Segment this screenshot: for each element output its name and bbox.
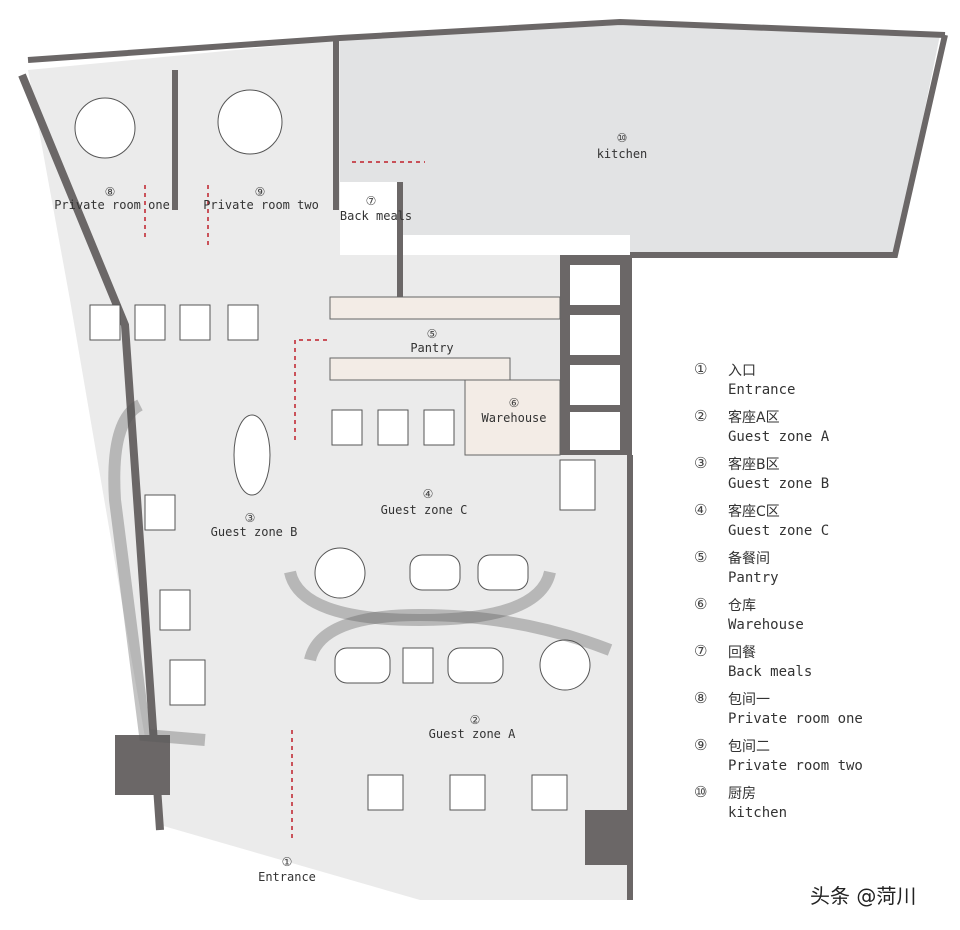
pantry-counter <box>329 357 511 381</box>
svg-text:⑧: ⑧ <box>105 185 116 199</box>
tables-zone-a <box>334 639 591 811</box>
legend-item-guest-zone-c: ④ 客座C区 Guest zone C <box>694 501 830 539</box>
svg-text:Private room two: Private room two <box>203 198 319 212</box>
kitchen-right-wall <box>630 34 948 258</box>
svg-text:④: ④ <box>423 487 434 501</box>
legend-item-private-room-one: ⑧ 包间一 Private room one <box>694 689 863 727</box>
svg-text:Back meals: Back meals <box>340 209 412 223</box>
room-labels: ① Entrance ② Guest zone A ③ Guest zone B… <box>54 131 647 884</box>
svg-text:Warehouse: Warehouse <box>481 411 546 425</box>
legend-item-guest-zone-a: ② 客座A区 Guest zone A <box>694 407 830 445</box>
booth-curve <box>304 608 613 662</box>
svg-text:①: ① <box>282 855 293 869</box>
outer-wall <box>18 73 164 831</box>
circulation-path <box>144 161 425 840</box>
svg-text:Guest zone A: Guest zone A <box>429 727 516 741</box>
warehouse <box>464 379 561 456</box>
booth-curve <box>284 570 556 627</box>
legend-item-back-meals: ⑦ 回餐 Back meals <box>694 642 813 680</box>
svg-text:③: ③ <box>245 511 256 525</box>
tables-zone-c <box>314 409 596 599</box>
svg-text:⑤: ⑤ <box>427 327 438 341</box>
watermark: 头条 @菏川 <box>810 884 917 908</box>
legend-item-kitchen: ⑩ 厨房 kitchen <box>694 783 788 821</box>
top-wall <box>27 18 946 63</box>
svg-text:Guest zone C: Guest zone C <box>381 503 468 517</box>
round-table <box>74 97 136 159</box>
column <box>585 810 630 865</box>
svg-text:Guest zone B: Guest zone B <box>211 525 298 539</box>
legend: ① 入口 Entrance ② 客座A区 Guest zone A ③ 客座B区… <box>690 360 950 830</box>
tables-zone-b <box>89 304 271 706</box>
svg-text:⑩: ⑩ <box>617 131 628 145</box>
column <box>115 735 170 795</box>
svg-text:②: ② <box>470 713 481 727</box>
legend-item-warehouse: ⑥ 仓库 Warehouse <box>694 595 804 633</box>
round-table <box>217 89 283 155</box>
legend-item-private-room-two: ⑨ 包间二 Private room two <box>694 736 863 774</box>
svg-text:⑥: ⑥ <box>509 396 520 410</box>
svg-text:kitchen: kitchen <box>597 147 648 161</box>
svg-text:⑦: ⑦ <box>366 194 377 208</box>
svg-text:Private room one: Private room one <box>54 198 170 212</box>
svg-text:Entrance: Entrance <box>258 870 316 884</box>
kitchen-floor <box>340 25 940 255</box>
svg-text:Pantry: Pantry <box>410 341 453 355</box>
legend-item-entrance: ① 入口 Entrance <box>694 360 796 398</box>
svg-text:⑨: ⑨ <box>255 185 266 199</box>
legend-item-pantry: ⑤ 备餐间 Pantry <box>694 548 779 586</box>
booth-bench-b <box>108 399 206 746</box>
pantry-counter <box>329 296 561 320</box>
legend-item-guest-zone-b: ③ 客座B区 Guest zone B <box>694 454 830 492</box>
